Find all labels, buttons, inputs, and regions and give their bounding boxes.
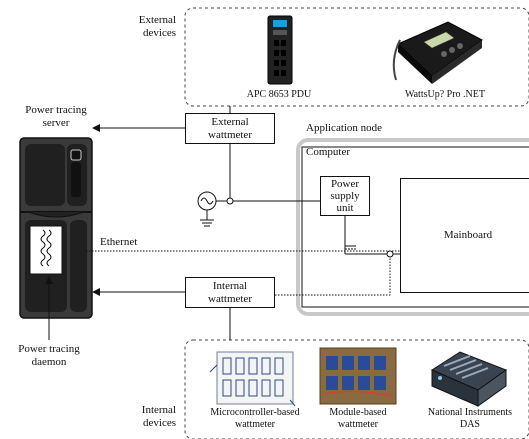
measurement-tap [386,250,394,258]
module-wattmeter-image [319,347,397,405]
internal-measurement-line [275,257,391,296]
pdu-caption: APC 8653 PDU [246,89,312,100]
external-devices-container [184,7,529,107]
power-tracing-server-icon [19,137,93,319]
ethernet-label: Ethernet [100,236,138,248]
computer-container [301,146,529,308]
apc-pdu-image [267,15,293,85]
application-node-container [296,138,529,316]
application-node-label: Application node [306,122,383,134]
internal-devices-container [184,339,529,439]
mainboard-box: Mainboard [400,178,529,293]
dc-symbol-icon [345,245,356,250]
wattsup-caption: WattsUp? Pro .NET [404,89,485,100]
wattsup-meter-image [392,21,483,84]
ac-power-source-icon [197,191,234,227]
microcontroller-wattmeter-image [209,351,296,407]
computer-label: Computer [306,146,350,158]
ni-das-image [430,351,508,407]
